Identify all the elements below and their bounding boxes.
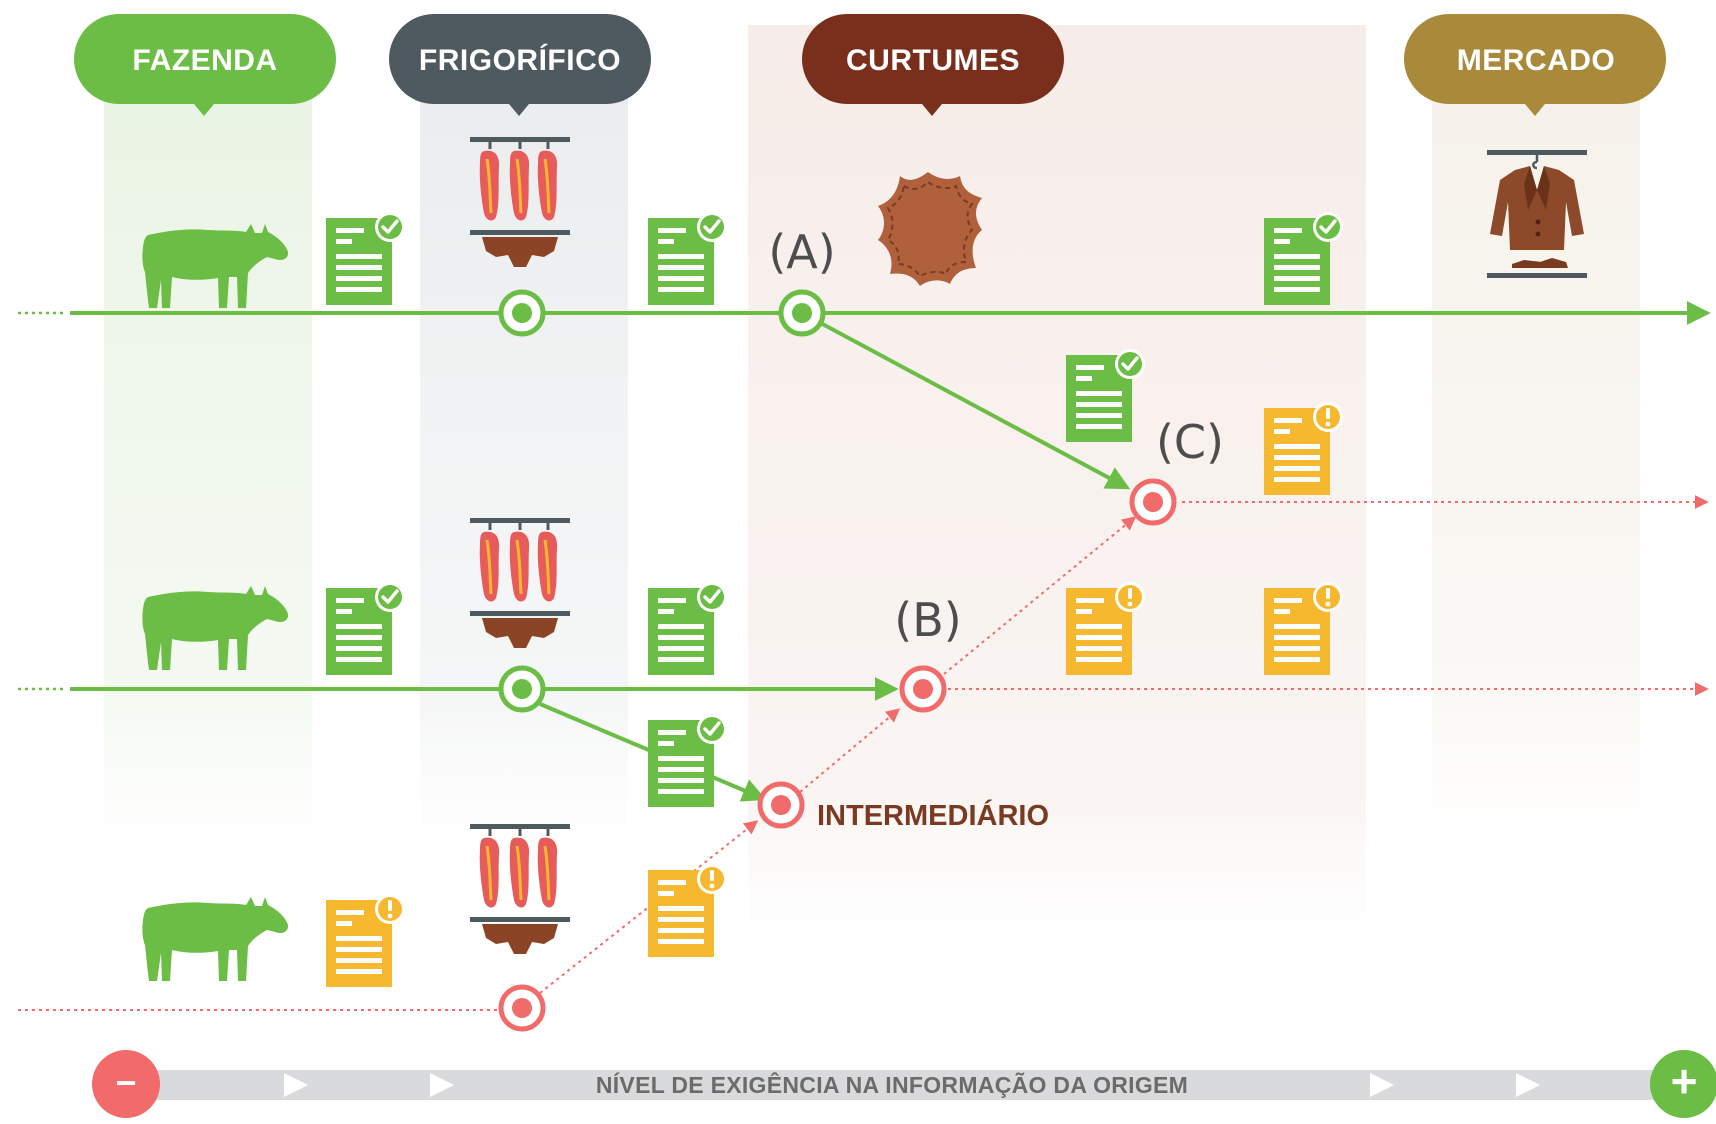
red-node-icon xyxy=(757,781,805,829)
plus-icon: + xyxy=(1650,1050,1716,1118)
requirement-scale-bar: NÍVEL DE EXIGÊNCIA NA INFORMAÇÃO DA ORIG… xyxy=(92,1050,1716,1118)
scale-arrow-icon xyxy=(1370,1073,1394,1097)
minus-icon: − xyxy=(92,1050,160,1118)
label-b: (B) xyxy=(894,593,961,647)
red-node-icon xyxy=(498,984,546,1032)
scale-arrow-icon xyxy=(1516,1073,1540,1097)
flow-lines xyxy=(18,301,1711,1011)
fazenda-column xyxy=(104,90,312,910)
stage-label-curtumes: CURTUMES xyxy=(846,44,1020,77)
cow-icon xyxy=(142,897,288,981)
document-check-icon xyxy=(648,210,728,305)
stage-header-frigorifico: FRIGORÍFICO xyxy=(389,14,651,116)
stage-header-curtumes: CURTUMES xyxy=(802,14,1064,116)
scale-arrow-icon xyxy=(430,1073,454,1097)
document-check-icon xyxy=(326,580,406,675)
plus-symbol: + xyxy=(1671,1055,1698,1107)
green-node-icon xyxy=(498,665,546,713)
hanging-meat-icon xyxy=(470,137,570,269)
stage-label-fazenda: FAZENDA xyxy=(132,44,277,77)
scale-arrow-icon xyxy=(284,1073,308,1097)
document-check-icon xyxy=(648,712,728,807)
hanging-meat-icon xyxy=(470,518,570,650)
frigorifico-column xyxy=(420,90,628,910)
stage-header-mercado: MERCADO xyxy=(1404,14,1666,116)
hanging-meat-icon xyxy=(470,824,570,956)
label-a: (A) xyxy=(768,225,835,279)
document-check-icon xyxy=(326,210,406,305)
minus-symbol: − xyxy=(115,1062,136,1103)
curtumes-column xyxy=(748,25,1366,990)
red-node-icon xyxy=(899,665,947,713)
a-to-c-line xyxy=(801,311,1131,490)
green-node-icon xyxy=(498,289,546,337)
inter-to-b-line xyxy=(799,708,901,793)
stage-label-mercado: MERCADO xyxy=(1457,44,1616,77)
scale-label: NÍVEL DE EXIGÊNCIA NA INFORMAÇÃO DA ORIG… xyxy=(596,1071,1188,1098)
stage-header-fazenda: FAZENDA xyxy=(74,14,336,116)
document-check-icon xyxy=(648,580,728,675)
document-warning-icon xyxy=(648,864,727,957)
b-to-c-line xyxy=(943,516,1137,675)
label-intermediario: INTERMEDIÁRIO xyxy=(817,798,1049,832)
red-node-icon xyxy=(1129,478,1177,526)
label-c: (C) xyxy=(1156,415,1224,469)
document-warning-icon xyxy=(326,894,405,987)
green-node-icon xyxy=(778,289,826,337)
stage-label-frigorifico: FRIGORÍFICO xyxy=(419,43,621,77)
